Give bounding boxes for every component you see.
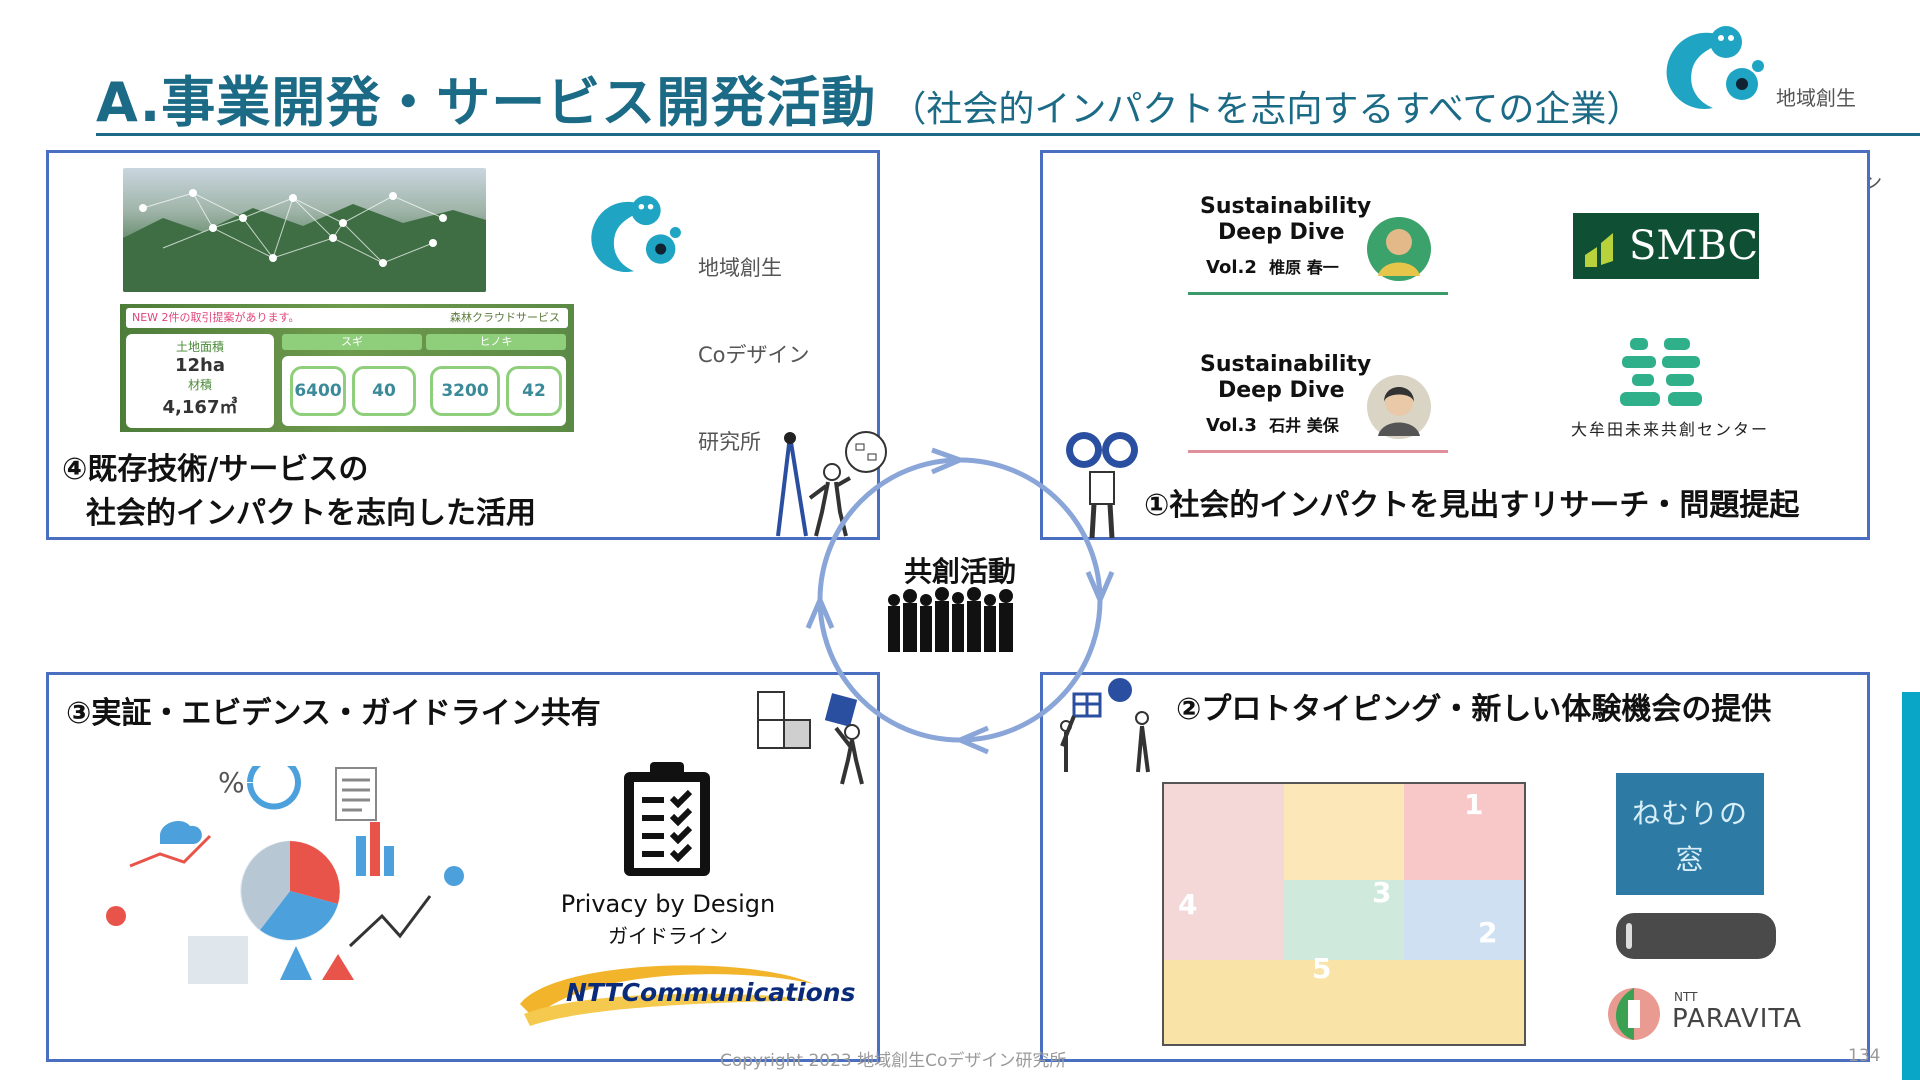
page-title: A.事業開発・サービス開発活動 （社会的インパクトを志向するすべての企業） bbox=[96, 58, 1642, 137]
clipboard-checklist-icon bbox=[624, 762, 710, 876]
magazine-vol2-number: Vol.2 bbox=[1206, 257, 1257, 278]
logo-line2: Coデザイン bbox=[698, 343, 810, 367]
paravita-mark-icon bbox=[1608, 988, 1660, 1040]
magazine-vol2-series: Sustainability bbox=[1200, 194, 1372, 219]
nemuri-text: ねむりの窓 bbox=[1631, 797, 1748, 876]
cocreation-cycle-arrows bbox=[805, 447, 1115, 755]
omuta-center-logo: 大牟田未来共創センター bbox=[1560, 330, 1780, 440]
dashboard-value-1: 6400 bbox=[290, 366, 346, 416]
dashboard-area-value: 12ha bbox=[174, 355, 225, 376]
magazine-vol2: Sustainability Deep Dive Vol.2 椎原 春一 bbox=[1188, 162, 1448, 295]
dashboard-banner: NEW 2件の取引提案があります。 bbox=[132, 311, 300, 324]
puzzle-person-icon bbox=[757, 691, 864, 785]
portrait-vol3 bbox=[1367, 375, 1431, 439]
privacy-by-design-title: Privacy by Design bbox=[560, 890, 776, 918]
forest-network-photo bbox=[123, 168, 486, 292]
dashboard-area-label: 土地面積 bbox=[175, 340, 224, 354]
ntt-swoosh-icon bbox=[520, 965, 814, 1026]
caption-prototyping: ②プロトタイピング・新しい体験機会の提供 bbox=[1176, 692, 1772, 727]
ntt-communications-text: NTTCommunications bbox=[566, 978, 856, 1007]
forest-dashboard-screenshot: NEW 2件の取引提案があります。 森林クラウドサービス 土地面積 12ha 材… bbox=[120, 304, 574, 432]
dashboard-volume-label: 材積 bbox=[187, 378, 212, 392]
portrait-vol2 bbox=[1367, 217, 1431, 281]
paravita-text: PARAVITA bbox=[1672, 1004, 1803, 1034]
crowd-silhouette-icon bbox=[888, 587, 1013, 652]
svg-text:%: % bbox=[218, 766, 245, 799]
prototype-brochure: 1 2 3 4 5 bbox=[1162, 782, 1526, 1046]
org-logo-icon bbox=[591, 195, 681, 273]
magazine-vol2-person: 椎原 春一 bbox=[1269, 258, 1339, 277]
dashboard-value-2: 40 bbox=[352, 366, 416, 416]
brochure-num-2: 2 bbox=[1478, 916, 1498, 949]
binoculars-person-icon bbox=[1066, 432, 1138, 539]
brochure-num-1: 1 bbox=[1464, 788, 1484, 821]
logo-line1: 地域創生 bbox=[698, 256, 782, 280]
title-divider bbox=[96, 133, 1920, 136]
page-number: 134 bbox=[1848, 1046, 1881, 1066]
paravita-small-text: NTT bbox=[1674, 990, 1698, 1004]
title-sub: （社会的インパクトを志向するすべての企業） bbox=[890, 89, 1643, 130]
title-main: A.事業開発・サービス開発活動 bbox=[96, 71, 877, 134]
caption-evidence: ③実証・エビデンス・ガイドライン共有 bbox=[66, 696, 601, 731]
org-logo: 地域創生 Coデザイン 研究所 bbox=[1658, 22, 1920, 278]
dashboard-volume-value: 4,167㎥ bbox=[162, 397, 238, 418]
caption-existing-tech-line1: ④既存技術/サービスの bbox=[62, 452, 369, 487]
footer-copyright: Copyright 2023 地域創生Coデザイン研究所 bbox=[720, 1051, 1067, 1071]
logo-line3: 研究所 bbox=[698, 430, 761, 454]
omuta-center-name: 大牟田未来共創センター bbox=[1570, 420, 1769, 439]
smbc-mark-icon bbox=[1585, 233, 1613, 267]
dashboard-banner-right: 森林クラウドサービス bbox=[450, 311, 560, 324]
accent-side-bar bbox=[1902, 692, 1920, 1080]
magazine-vol3-number: Vol.3 bbox=[1206, 415, 1257, 436]
magazine-vol3-series2: Deep Dive bbox=[1218, 378, 1345, 403]
smbc-logo-text: SMBC bbox=[1629, 223, 1759, 269]
org-logo-line1: 地域創生 bbox=[1776, 86, 1856, 110]
data-analytics-illustration: % bbox=[106, 766, 464, 984]
engineer-compass-icon bbox=[776, 431, 887, 537]
org-logo-icon bbox=[1666, 26, 1764, 109]
dashboard-value-4: 42 bbox=[506, 366, 562, 416]
magazine-vol2-series2: Deep Dive bbox=[1218, 220, 1345, 245]
gift-people-icon bbox=[1060, 678, 1150, 773]
privacy-guideline-label: ガイドライン bbox=[608, 924, 728, 948]
brochure-num-3: 3 bbox=[1372, 876, 1392, 909]
sleep-device-image bbox=[1616, 913, 1776, 959]
caption-research: ①社会的インパクトを見出すリサーチ・問題提起 bbox=[1144, 488, 1800, 523]
magazine-vol3-person: 石井 美保 bbox=[1269, 416, 1339, 435]
partner-logo-coDesign: 地域創生 Coデザイン 研究所 bbox=[578, 192, 818, 454]
ntt-communications-logo: NTTCommunications bbox=[514, 960, 855, 1030]
ntt-paravita-logo: NTT PARAVITA bbox=[1604, 982, 1801, 1042]
omuta-mark-icon bbox=[1620, 338, 1702, 406]
magazine-vol3-series: Sustainability bbox=[1200, 352, 1372, 377]
smbc-logo: SMBC bbox=[1573, 213, 1759, 279]
cocreation-label: 共創活動 bbox=[903, 555, 1016, 588]
dashboard-col2: ヒノキ bbox=[426, 334, 566, 350]
brochure-num-5: 5 bbox=[1312, 952, 1332, 985]
caption-existing-tech-line2: 社会的インパクトを志向した活用 bbox=[86, 496, 536, 531]
dashboard-value-3: 3200 bbox=[430, 366, 500, 416]
nemuri-no-mado-logo: ねむりの窓 bbox=[1616, 773, 1764, 895]
magazine-vol3: Sustainability Deep Dive Vol.3 石井 美保 bbox=[1188, 320, 1448, 453]
dashboard-col1: スギ bbox=[282, 334, 422, 350]
brochure-num-4: 4 bbox=[1178, 888, 1198, 921]
